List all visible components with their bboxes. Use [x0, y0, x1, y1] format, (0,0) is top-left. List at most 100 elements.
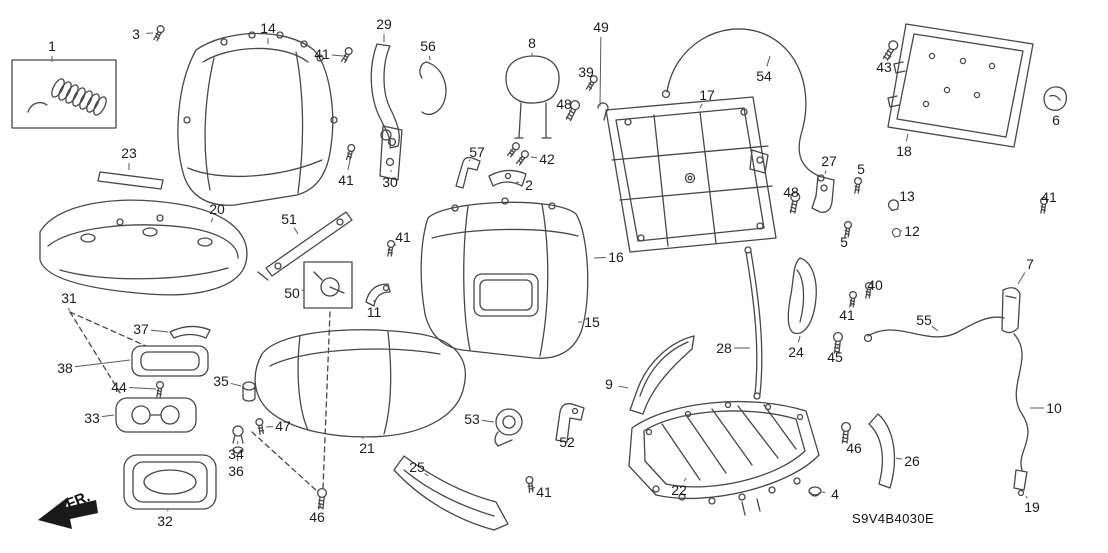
- part-callout: 26: [904, 453, 920, 469]
- part-callout: 25: [409, 459, 425, 475]
- trim-strip-23-drawing: [97, 171, 164, 190]
- part-callout: 16: [608, 249, 624, 265]
- screw-44-drawing: [155, 380, 165, 398]
- cable-55-drawing: [863, 316, 1005, 343]
- part-callout: 8: [528, 35, 536, 51]
- part-callout: 46: [846, 440, 862, 456]
- screws-42-drawing: [506, 140, 531, 168]
- part-callout: 57: [469, 144, 485, 160]
- bracket-52-drawing: [555, 403, 585, 443]
- lock-cable-drawing: [661, 28, 825, 182]
- hook-56-drawing: [419, 61, 447, 116]
- bracket-2-drawing: [488, 169, 527, 187]
- part-callout: 41: [536, 484, 552, 500]
- part-callout: 41: [839, 307, 855, 323]
- rod-28-drawing: [744, 246, 763, 400]
- part-callout: 38: [57, 360, 73, 376]
- cupholder-33-drawing: [115, 397, 197, 433]
- tray-38-drawing: [131, 345, 209, 377]
- round-bracket-53-drawing: [494, 408, 523, 447]
- part-callout: 44: [111, 379, 127, 395]
- rail-51-drawing: [257, 211, 353, 281]
- clip-6-drawing: [1043, 86, 1068, 111]
- tray-32-drawing: [123, 454, 217, 510]
- part-callout: 10: [1046, 400, 1062, 416]
- part-callout: 50: [284, 285, 300, 301]
- cable-10-drawing: [1013, 333, 1029, 497]
- part-callout: 41: [1041, 189, 1057, 205]
- part-callout: 13: [899, 188, 915, 204]
- part-callout: 33: [84, 410, 100, 426]
- part-callout: 1: [48, 38, 56, 54]
- part-callout: 20: [209, 201, 225, 217]
- grommet-4-drawing: [808, 486, 822, 497]
- knob-12-drawing: [890, 227, 902, 238]
- part-callout: 40: [867, 277, 883, 293]
- part-callout: 22: [671, 482, 687, 498]
- part-callout: 4: [831, 486, 839, 502]
- part-callout: 7: [1026, 256, 1034, 272]
- part-callout: 49: [593, 19, 609, 35]
- seatback-frame-drawing: [597, 96, 777, 253]
- part-callout: 18: [896, 143, 912, 159]
- part-callout: 48: [556, 96, 572, 112]
- part-callout: 45: [827, 349, 843, 365]
- seat-cushion-left-drawing: [39, 199, 248, 296]
- part-callout: 37: [133, 321, 149, 337]
- cable-guide-7-drawing: [1001, 287, 1021, 334]
- side-trim-24-drawing: [787, 257, 817, 335]
- bushing-36-drawing: [232, 446, 244, 454]
- bracket-9-drawing: [629, 335, 695, 415]
- part-callout: 41: [395, 229, 411, 245]
- armrest-lid-37-drawing: [169, 325, 211, 339]
- part-callout: 52: [559, 434, 575, 450]
- part-callout: 31: [61, 290, 77, 306]
- spring-kit-drawing: [11, 59, 117, 129]
- part-callout: 17: [699, 87, 715, 103]
- assembly-dashed-lines: [69, 311, 331, 493]
- part-callout: 19: [1024, 499, 1040, 515]
- part-callout: 36: [228, 463, 244, 479]
- part-callout: 15: [584, 314, 600, 330]
- latch-27-drawing: [811, 175, 835, 213]
- rear-shelf-panel-drawing: [887, 23, 1034, 148]
- part-callout: 9: [605, 376, 613, 392]
- diagram-code: S9V4B4030E: [852, 511, 935, 526]
- part-callout: 51: [281, 211, 297, 227]
- knob-34-drawing: [232, 425, 244, 444]
- part-callout: 5: [857, 161, 865, 177]
- part-callout: 11: [366, 304, 382, 320]
- bracket-30-drawing: [379, 125, 403, 181]
- part-callout: 23: [121, 145, 137, 161]
- part-callout: 41: [314, 46, 330, 62]
- pivot-50-drawing: [303, 261, 353, 309]
- part-callout: 12: [904, 223, 920, 239]
- headrest-drawing: [505, 55, 560, 139]
- part-callout: 53: [464, 411, 480, 427]
- part-callout: 32: [157, 513, 173, 529]
- part-callout: 27: [821, 153, 837, 169]
- recliner-29-drawing: [370, 43, 400, 149]
- knob-13-drawing: [886, 198, 901, 212]
- front-direction-arrow: [38, 497, 98, 529]
- part-callout: 21: [359, 440, 375, 456]
- part-callout: 43: [876, 59, 892, 75]
- strap-26-drawing: [868, 413, 896, 489]
- part-callout: 54: [756, 68, 772, 84]
- part-callout: 42: [539, 151, 555, 167]
- link-11-drawing: [365, 283, 391, 307]
- bracket-57-drawing: [455, 156, 481, 189]
- screws-5-drawing: [843, 176, 863, 238]
- part-callout: 35: [213, 373, 229, 389]
- seat-cushion-center-drawing: [254, 329, 466, 438]
- part-callout: 56: [420, 38, 436, 54]
- latch-35-drawing: [242, 381, 256, 402]
- seatback-cover-left-drawing: [177, 31, 338, 206]
- part-callout: 3: [132, 26, 140, 42]
- part-callout: 55: [916, 312, 932, 328]
- seatback-center-drawing: [420, 197, 589, 359]
- part-callout: 24: [788, 344, 804, 360]
- cushion-frame-drawing: [628, 400, 820, 516]
